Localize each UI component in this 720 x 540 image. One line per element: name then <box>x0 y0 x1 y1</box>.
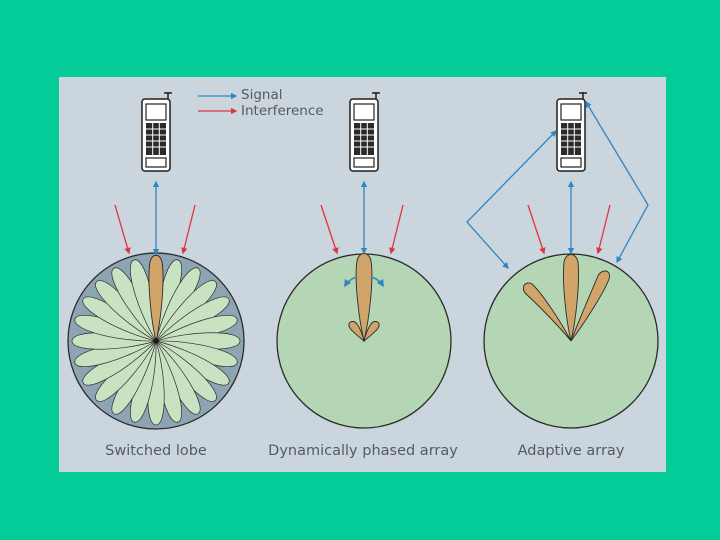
adaptive-multipath-left <box>466 130 557 269</box>
adaptive-main-beam <box>563 254 579 342</box>
phased-side-lobe-right <box>363 321 380 343</box>
legend-signal-label: Signal <box>241 87 283 103</box>
adaptive-beam-right <box>570 270 610 342</box>
switched-interference-arrow-right <box>181 204 196 255</box>
phased-array-caption: Dynamically phased array <box>268 443 458 459</box>
adaptive-array-pattern <box>483 253 659 429</box>
antenna-pattern-diagram <box>67 91 659 430</box>
phased-steering-arrow-right <box>370 276 384 288</box>
phased-interference-arrow-right <box>389 204 404 255</box>
switched-lobe-caption: Switched lobe <box>105 443 207 459</box>
switched-mobile-phone-icon <box>141 91 173 172</box>
phased-steering-arrow-left <box>344 276 358 288</box>
adaptive-mobile-phone-icon <box>556 91 588 172</box>
adaptive-interference-arrow-left <box>527 204 546 255</box>
phased-interference-arrow-left <box>320 204 339 255</box>
adaptive-interference-arrow-right <box>596 204 611 255</box>
figure-panel: Signal Interference Switched lobe Dynami… <box>59 77 666 472</box>
phased-array-pattern <box>276 253 452 429</box>
switched-lobe-ring <box>71 259 241 426</box>
adaptive-multipath-right <box>585 100 649 264</box>
phased-side-lobe-left <box>348 321 365 343</box>
adaptive-beam-left <box>522 282 572 342</box>
switched-lobe-pattern <box>67 252 245 430</box>
phased-mobile-phone-icon <box>349 91 381 172</box>
switched-interference-arrow-left <box>114 204 131 255</box>
legend-interference-label: Interference <box>241 103 324 119</box>
adaptive-array-caption: Adaptive array <box>517 443 625 459</box>
